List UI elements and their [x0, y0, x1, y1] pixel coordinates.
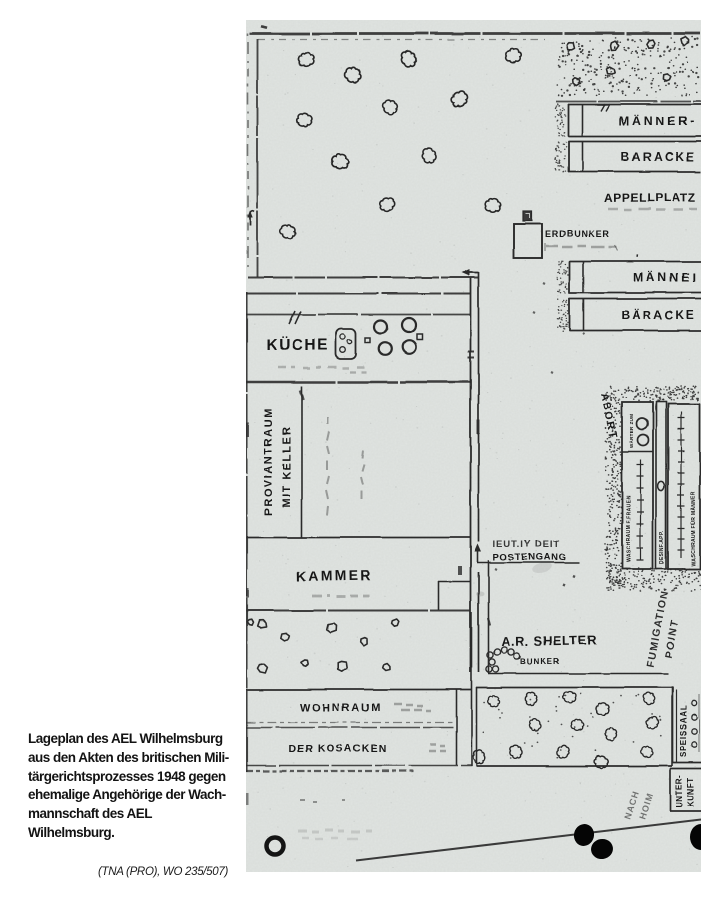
svg-text:PROVIANTRAUM: PROVIANTRAUM — [263, 407, 275, 516]
svg-text:DER KOSACKEN: DER KOSACKEN — [288, 743, 388, 755]
svg-text:SPEISSAAL: SPEISSAAL — [679, 704, 688, 757]
svg-text:BARACKE і: BARACKE і — [621, 150, 707, 164]
svg-text:BÄRACKE: BÄRACKE — [621, 307, 696, 322]
svg-text:MÄNNER-: MÄNNER- — [619, 113, 697, 128]
svg-text:ІEUT.ІY DEІT: ІEUT.ІY DEІT — [493, 539, 560, 550]
svg-text:WASCHRAUM FÜR MÄNNER: WASCHRAUM FÜR MÄNNER — [690, 491, 697, 566]
svg-text:KÜCHE: KÜCHE — [266, 337, 329, 354]
svg-text:ERDBUNKER: ERDBUNKER — [545, 229, 610, 239]
svg-text:MÄNNEІ: MÄNNEІ — [633, 269, 698, 284]
svg-text:DESINF.APP.: DESINF.APP. — [660, 530, 666, 564]
svg-text:WOHNRAUM: WOHNRAUM — [300, 702, 382, 714]
svg-text:KUNFT: KUNFT — [686, 777, 695, 807]
svg-text:A.R. SHELTER: A.R. SHELTER — [501, 632, 598, 649]
svg-text:KAMMER: KAMMER — [296, 567, 373, 584]
svg-text:WÄRTER ZUM: WÄRTER ZUM — [628, 414, 634, 448]
svg-text:MIT KELLER: MIT KELLER — [281, 426, 293, 508]
svg-text:POSTENGАNG: POSTENGАNG — [493, 552, 567, 563]
svg-text:BUNKER: BUNKER — [520, 657, 560, 666]
svg-text:APPELLPLATZ: APPELLPLATZ — [604, 190, 696, 205]
svg-text:UNTER-: UNTER- — [675, 775, 684, 808]
svg-text:WASCHRAUM F.FRAUEN: WASCHRAUM F.FRAUEN — [626, 495, 632, 562]
